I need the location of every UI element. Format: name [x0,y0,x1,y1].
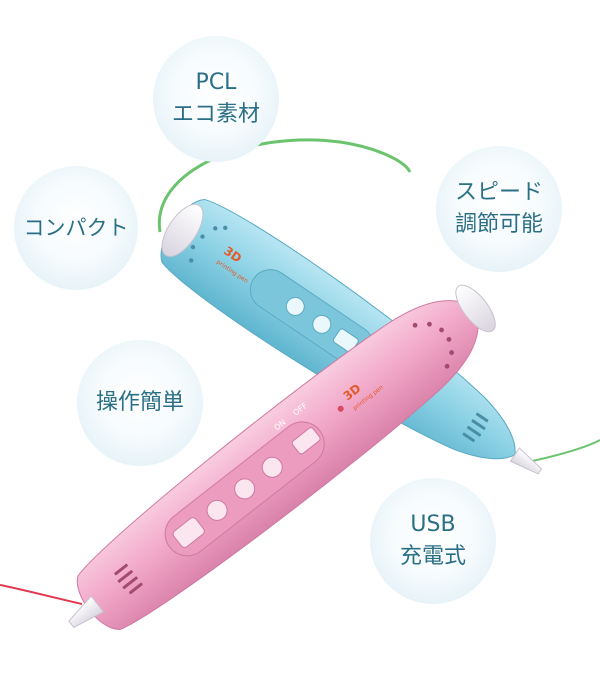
bubble-speed-line1: スピード [454,180,543,205]
red-filament [0,584,83,605]
bubble-easy-line1: 操作簡単 [95,390,184,415]
bubble-usb-line2: 充電式 [399,544,466,569]
bubble-usb-rechargeable: USB 充電式 [370,478,496,604]
green-filament-tail [527,439,600,463]
pink-pen: 3D printing pen ON OFF [68,284,496,631]
bubble-speed-line2: 調節可能 [454,212,543,237]
bubble-pcl-eco-material: PCL エコ素材 [153,36,279,162]
bubble-pcl-line1: PCL [195,70,237,95]
bubble-usb-line1: USB [410,512,456,537]
bubble-compact: コンパクト [14,166,138,290]
bubble-compact-line1: コンパクト [23,216,129,240]
bubble-easy-operation: 操作簡単 [77,340,203,466]
bubble-speed-adjustable: スピード 調節可能 [436,146,562,272]
bubble-pcl-line2: エコ素材 [171,102,260,127]
green-filament [157,138,412,233]
